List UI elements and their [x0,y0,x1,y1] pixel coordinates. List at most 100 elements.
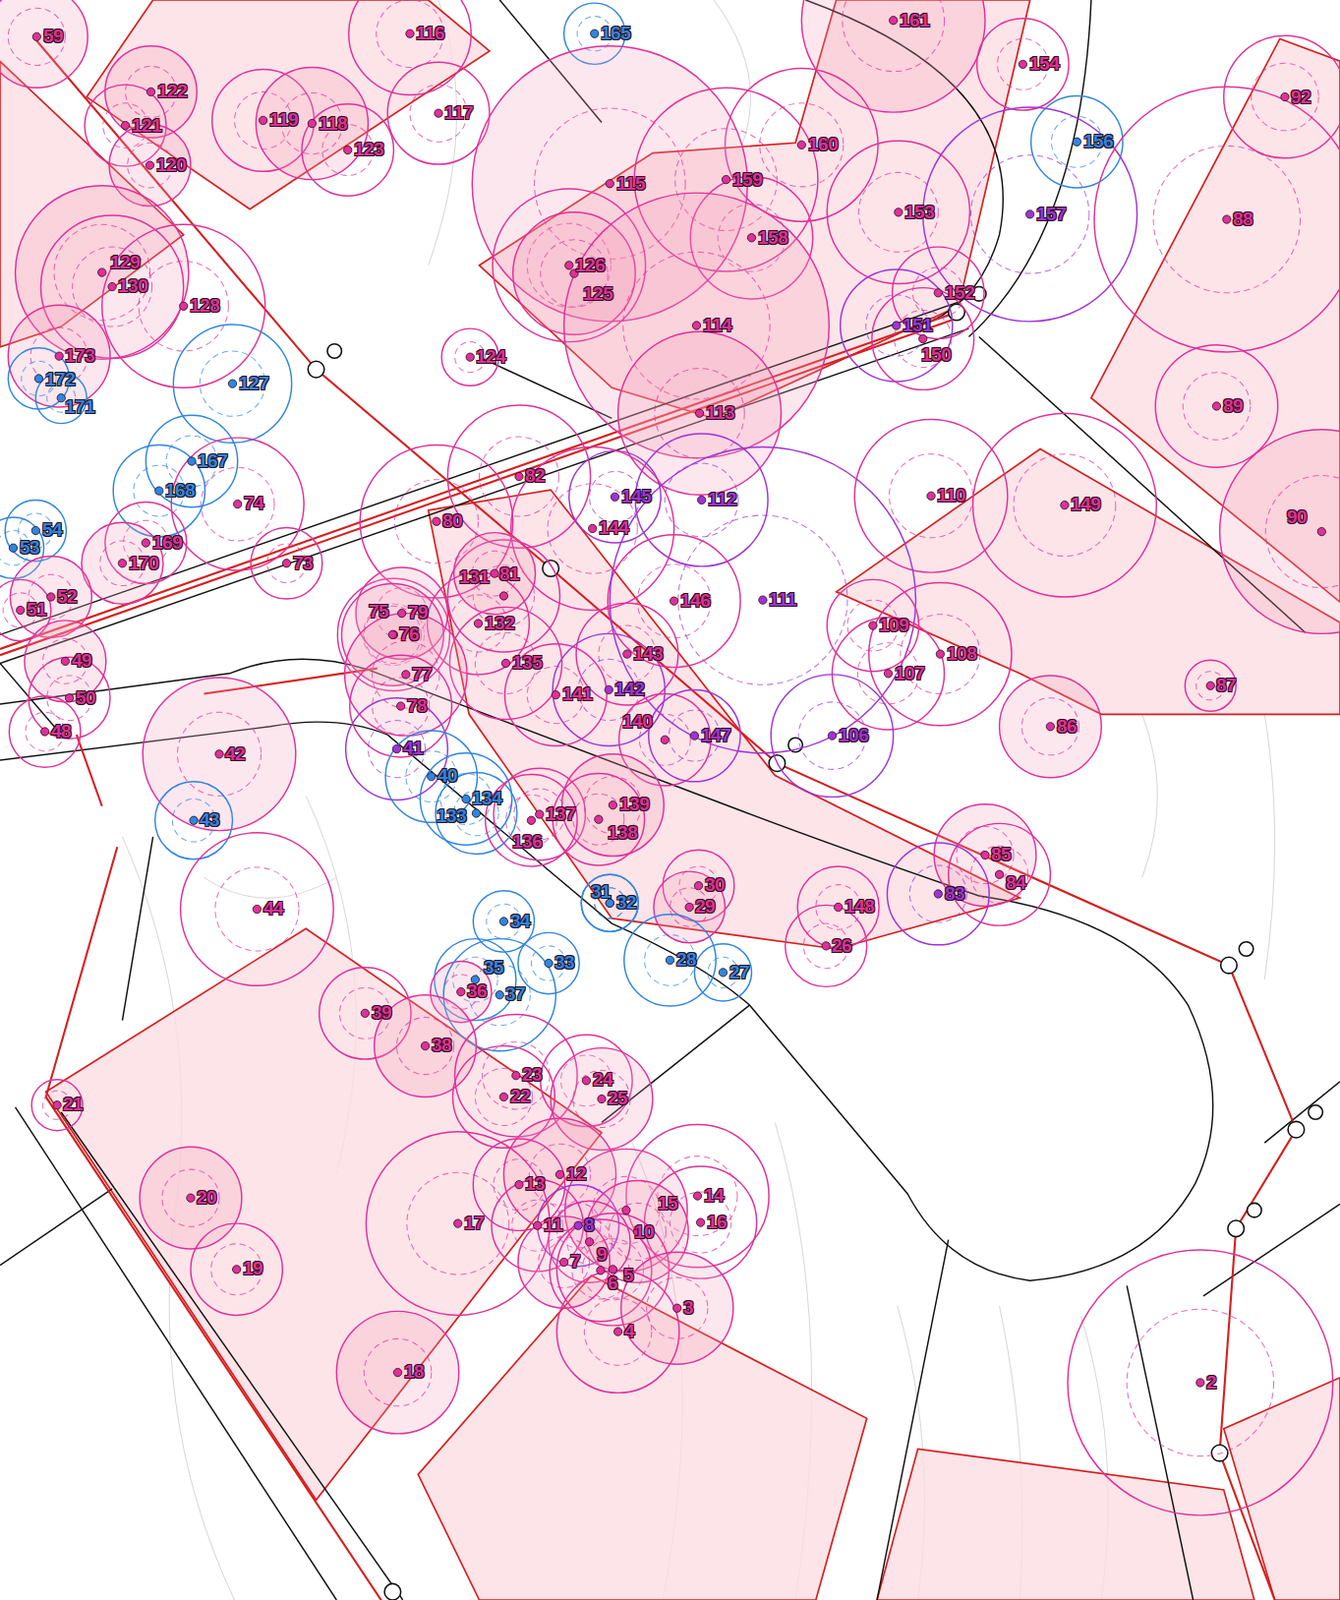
canopy-circle [8,696,81,768]
tree-dot [660,735,669,744]
tree-number: 4 [624,1321,635,1340]
tree-number: 167 [197,451,228,470]
tree-number: 152 [944,283,975,302]
root-zone-circle [211,1243,263,1295]
tree-number: 115 [616,174,645,193]
manholes [307,287,1323,1600]
tree-number: 2 [1206,1372,1217,1392]
root-zone-circle [1126,1308,1274,1456]
tree-number: 142 [614,679,644,699]
tree-number: 147 [700,725,731,745]
tree-dot [60,656,69,665]
canopy-circle [155,781,234,860]
root-zone-circle [215,867,299,951]
tree-dot [721,174,730,183]
tree-dot [215,750,224,758]
canopy-circle [1155,345,1278,468]
canopy-circle [1220,429,1340,635]
canopy-circle [635,433,768,567]
tree-dot [393,1367,402,1376]
tree-dot [490,569,499,578]
canopy-circle [142,677,296,831]
tree-number: 118 [318,114,348,133]
tree-dot [604,685,613,694]
tree-dot [696,1218,704,1226]
tree-dot [252,904,261,913]
tree-dot [608,801,617,810]
tree-number: 5 [623,1265,634,1284]
tree-dot [360,1008,369,1017]
tree-number: 11 [543,1215,563,1234]
tree-number: 113 [705,403,735,422]
tree-number: 19 [242,1258,263,1278]
tree-dot [747,233,756,242]
root-zone-circle [637,564,711,639]
canopy-circle [7,304,111,408]
root-zone-circle [138,261,229,351]
canopy-circle [569,451,661,543]
tree-dot [454,1219,463,1227]
canopy-circle [872,288,975,391]
tree-number: 21 [62,1094,83,1113]
canopy-circle [518,932,580,993]
tree-dot [1072,137,1081,146]
tree-dot [57,394,65,403]
canopy-circle [826,140,970,284]
canopy-circle [180,832,335,987]
tree-number: 120 [156,155,186,175]
root-zone-circle [654,368,745,459]
canopy-circle [581,873,639,932]
tree-dot [258,116,267,124]
tree-number: 83 [944,883,965,903]
tree-dot [47,592,56,601]
tree-dot [344,145,352,154]
tree-dot [466,352,474,361]
tree-number: 14 [703,1185,724,1205]
tree-dot [146,87,155,96]
tree-dot [186,1193,195,1202]
tree-dot [594,815,603,823]
root-zone-circle [372,677,430,735]
tree-number: 128 [189,295,220,315]
tree-number: 74 [243,493,264,513]
tree-number: 145 [621,486,651,506]
tree-dot [499,917,508,926]
tree-dot [462,794,470,803]
tree-number: 25 [607,1088,628,1107]
tree-number: 8 [583,1215,594,1234]
tree-number: 168 [165,480,195,500]
tree-dot [526,815,535,824]
tree-number: 148 [844,896,874,916]
tree-number: 137 [545,804,576,823]
tree-number: 89 [1223,396,1243,415]
tree-number: 28 [676,949,697,969]
tree-dot [98,268,107,277]
canopy-circle [504,643,607,747]
tree-dot [597,1094,606,1103]
tree-number: 87 [1216,675,1236,695]
tree-dot [584,1237,593,1246]
root-zone-circle [678,515,848,685]
tree-dot [544,958,553,967]
tree-dot [758,595,767,604]
tree-dot [420,1041,429,1049]
root-zone-circle [894,309,952,367]
root-zone-circle [644,933,697,986]
tree-number: 78 [407,696,427,715]
tree-number: 27 [729,962,750,982]
tree-dot [1317,526,1326,535]
tree-dot [499,591,508,600]
tree-dot [398,608,407,617]
tree-dot [694,881,702,890]
root-zone-circle [971,155,1090,274]
tree-number: 13 [524,1173,545,1193]
canopy-circle [648,689,741,781]
tree-number: 131 [459,567,489,586]
tree-dot [935,649,944,658]
canopy-circle [973,412,1158,597]
tree-dot [622,1205,631,1214]
tree-dot [610,492,619,501]
tree-number: 156 [1083,131,1113,151]
root-zone-circle [759,103,844,187]
tree-number: 132 [484,613,515,633]
